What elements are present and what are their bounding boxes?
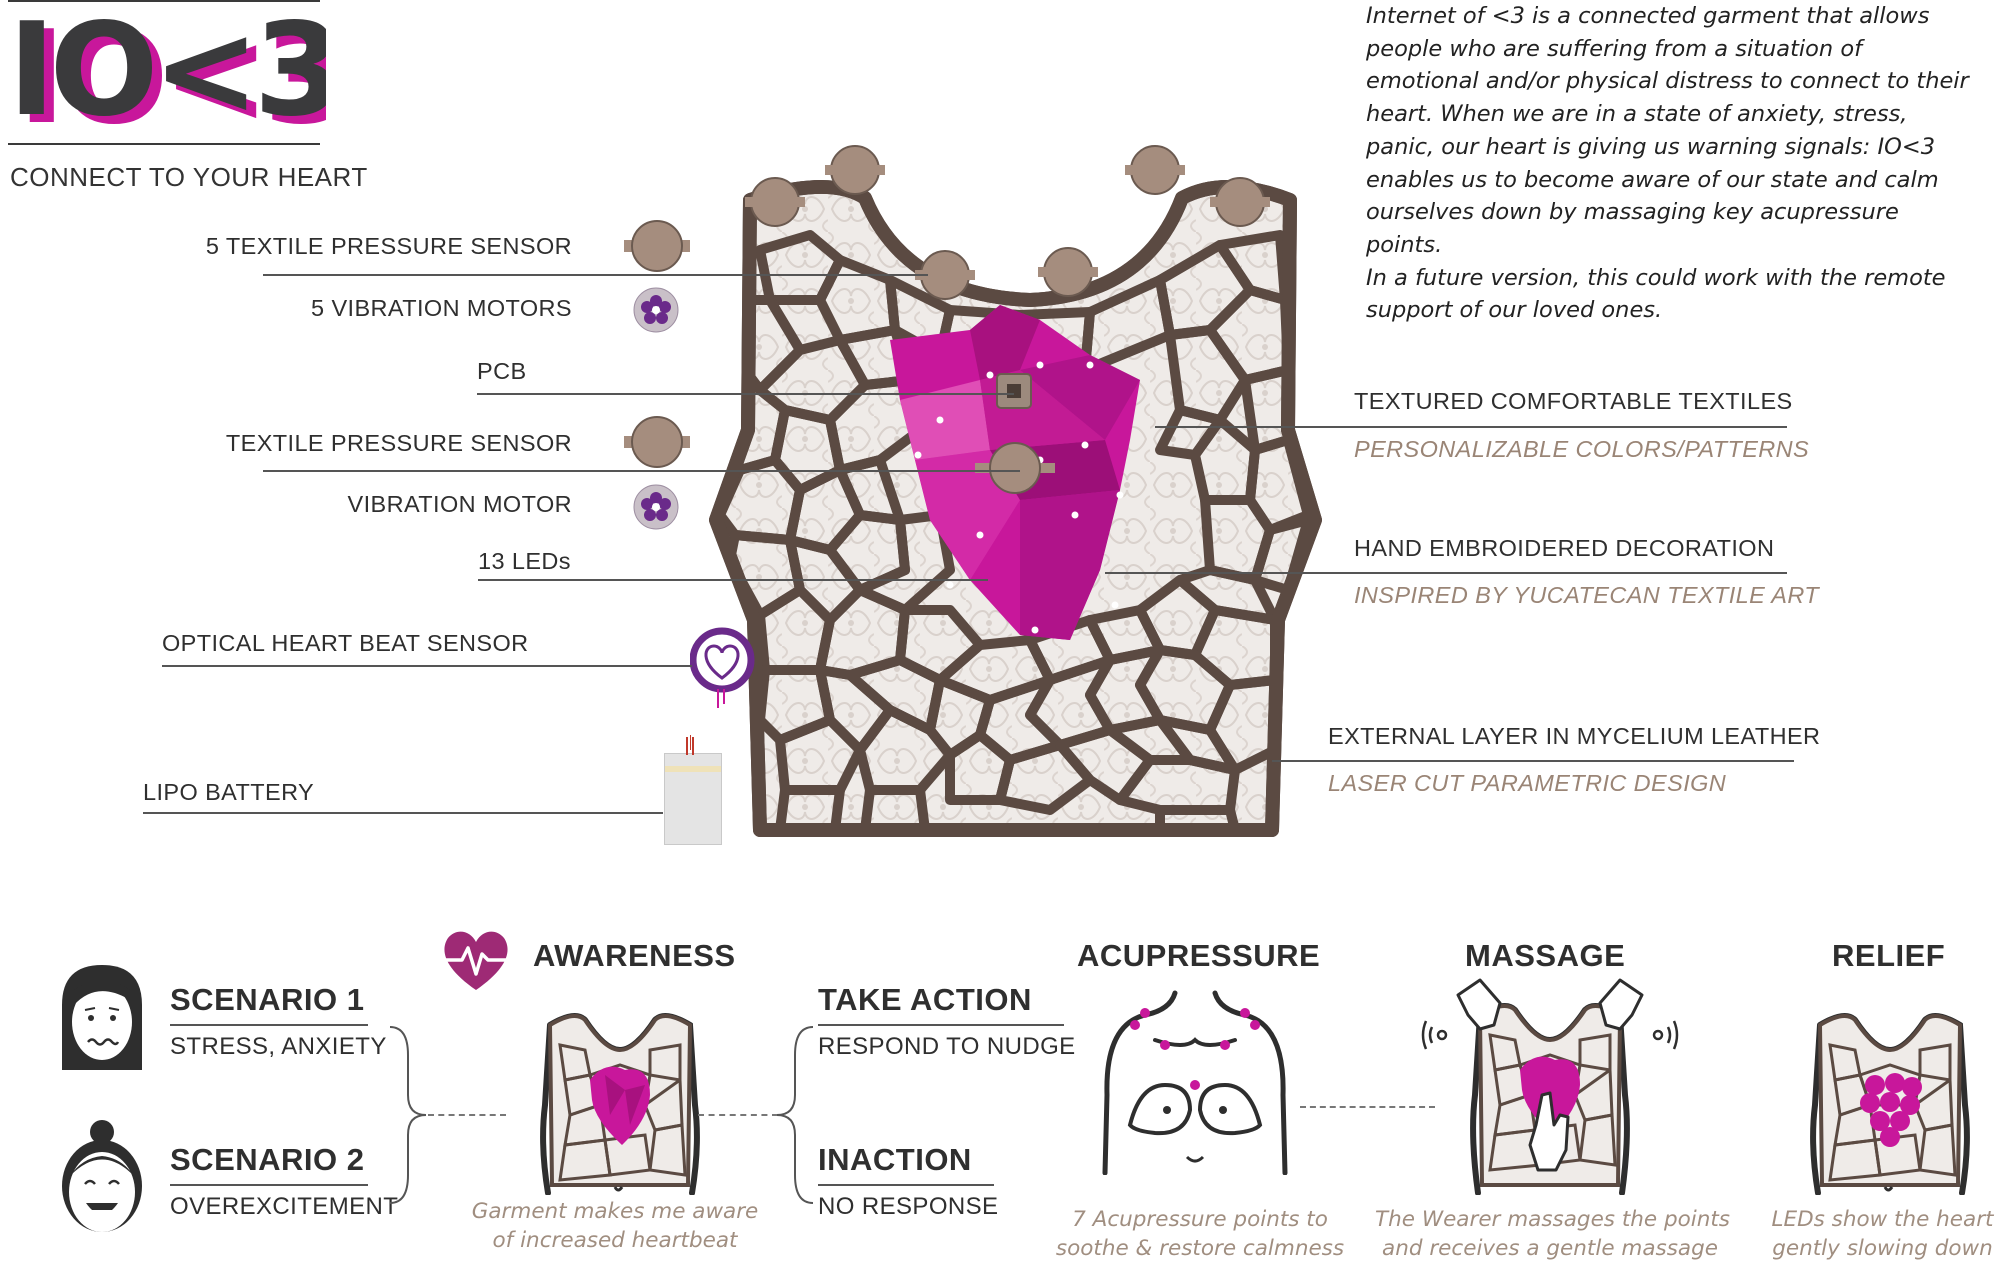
take-action-subtitle: RESPOND TO NUDGE — [818, 1033, 1076, 1060]
massage-caption: The Wearer massages the points and recei… — [1375, 1205, 1730, 1263]
action-divider — [818, 1024, 1064, 1026]
shoulder-sensors — [750, 145, 1265, 300]
flow-connector — [428, 1114, 506, 1116]
leader-line — [263, 470, 1020, 472]
leader-line — [477, 393, 1014, 395]
label-13-leds: 13 LEDs — [478, 548, 571, 574]
description-line: Internet of <3 is a connected garment th… — [1366, 3, 1930, 29]
lipo-battery — [664, 753, 722, 845]
leader-line — [478, 579, 988, 581]
logo-bottom-rule — [8, 143, 320, 145]
label-textiles: TEXTURED COMFORTABLE TEXTILES — [1354, 388, 1793, 414]
label-lipo-battery: LIPO BATTERY — [143, 779, 315, 805]
vibration-motor-icon — [633, 287, 679, 333]
description-line: heart. When we are in a state of anxiety… — [1366, 101, 1908, 128]
caption-line: and receives a gentle massage — [1382, 1236, 1718, 1261]
label-5-vibration-motors: 5 VIBRATION MOTORS — [311, 295, 572, 321]
center-pressure-sensor — [989, 442, 1041, 494]
description-line: people who are suffering from a situatio… — [1366, 35, 1863, 62]
acupressure-torso — [1102, 990, 1288, 1175]
awareness-caption: Garment makes me aware of increased hear… — [470, 1197, 760, 1255]
take-action-title: TAKE ACTION — [818, 982, 1032, 1017]
flow-connector — [1300, 1106, 1435, 1108]
caption-line: of increased heartbeat — [492, 1228, 738, 1253]
scenario-divider — [170, 1184, 368, 1186]
vibration-motor-icon — [633, 484, 679, 530]
inaction-title: INACTION — [818, 1142, 972, 1177]
caption-line: LEDs show the heart — [1771, 1207, 1994, 1232]
logo-shadow: IO<3 — [18, 10, 326, 140]
label-textiles-sub: PERSONALIZABLE COLORS/PATTERNS — [1354, 436, 1810, 462]
scenario-1-subtitle: STRESS, ANXIETY — [170, 1033, 387, 1060]
logo-text: IO<3 — [8, 10, 326, 140]
scenario-2-subtitle: OVEREXCITEMENT — [170, 1193, 399, 1220]
excited-face-icon — [62, 1120, 142, 1232]
label-embroidery: HAND EMBROIDERED DECORATION — [1354, 535, 1775, 561]
description: Internet of <3 is a connected garment th… — [1366, 0, 1976, 327]
description-line: panic, our heart is giving us warning si… — [1366, 133, 1936, 160]
label-5-pressure-sensors: 5 TEXTILE PRESSURE SENSOR — [205, 233, 572, 259]
label-vibration-motor: VIBRATION MOTOR — [347, 491, 572, 517]
acupressure-caption: 7 Acupressure points to soothe & restore… — [1045, 1205, 1355, 1263]
massage-title: MASSAGE — [1465, 938, 1626, 973]
leader-line — [1105, 572, 1787, 574]
leader-line — [1272, 760, 1794, 762]
scenario-divider — [170, 1024, 368, 1026]
pressure-sensor-icon — [624, 220, 690, 272]
battery-wire — [686, 737, 688, 755]
leader-line — [1155, 426, 1787, 428]
awareness-garment — [540, 1013, 700, 1195]
flow-connector — [698, 1114, 778, 1116]
relief-title: RELIEF — [1832, 938, 1946, 973]
heartbeat-icon — [444, 931, 508, 990]
label-pressure-sensor: TEXTILE PRESSURE SENSOR — [225, 430, 572, 456]
description-line: ourselves down by massaging key acupress… — [1366, 199, 1899, 258]
action-divider — [818, 1184, 994, 1186]
leader-line — [143, 812, 663, 814]
action-brace — [776, 1026, 814, 1204]
description-line: enables us to become aware of our state … — [1366, 166, 1939, 193]
leader-line — [263, 274, 928, 276]
awareness-title: AWARENESS — [533, 938, 736, 973]
caption-line: The Wearer massages the points — [1375, 1207, 1730, 1232]
label-embroidery-sub: INSPIRED BY YUCATECAN TEXTILE ART — [1354, 582, 1820, 608]
caption-line: gently slowing down — [1772, 1236, 1993, 1261]
description-line: emotional and/or physical distress to co… — [1366, 68, 1969, 95]
relief-caption: LEDs show the heart gently slowing down — [1770, 1205, 1995, 1263]
logo-top-rule — [8, 0, 320, 2]
description-line: In a future version, this could work wit… — [1366, 264, 1946, 291]
label-external-layer: EXTERNAL LAYER IN MYCELIUM LEATHER — [1328, 723, 1821, 749]
label-optical-sensor: OPTICAL HEART BEAT SENSOR — [162, 630, 529, 656]
battery-wire — [692, 737, 694, 755]
caption-line: 7 Acupressure points to — [1072, 1207, 1328, 1232]
scenario-2-title: SCENARIO 2 — [170, 1142, 365, 1177]
pressure-sensor-icon — [624, 416, 690, 468]
caption-line: Garment makes me aware — [471, 1199, 759, 1224]
label-pcb: PCB — [477, 358, 527, 384]
massage-garment — [1421, 978, 1679, 1195]
hand-icon — [1456, 978, 1644, 1172]
leader-line — [162, 665, 692, 667]
scenario-brace — [389, 1026, 427, 1204]
stressed-face-icon — [62, 965, 142, 1070]
caption-line: soothe & restore calmness — [1055, 1236, 1345, 1261]
inaction-subtitle: NO RESPONSE — [818, 1193, 999, 1220]
label-external-sub: LASER CUT PARAMETRIC DESIGN — [1328, 770, 1727, 796]
vibration-waves — [1421, 1020, 1679, 1050]
relief-garment — [1810, 1013, 1970, 1195]
tagline: CONNECT TO YOUR HEART — [10, 162, 368, 192]
scenario-1-title: SCENARIO 1 — [170, 982, 365, 1017]
description-line: support of our loved ones. — [1366, 297, 1663, 324]
io3-logo: IO<3 IO<3 — [8, 10, 326, 140]
acupressure-title: ACUPRESSURE — [1077, 938, 1321, 973]
garment-illustration — [690, 145, 1322, 837]
led-dots — [914, 361, 1124, 634]
